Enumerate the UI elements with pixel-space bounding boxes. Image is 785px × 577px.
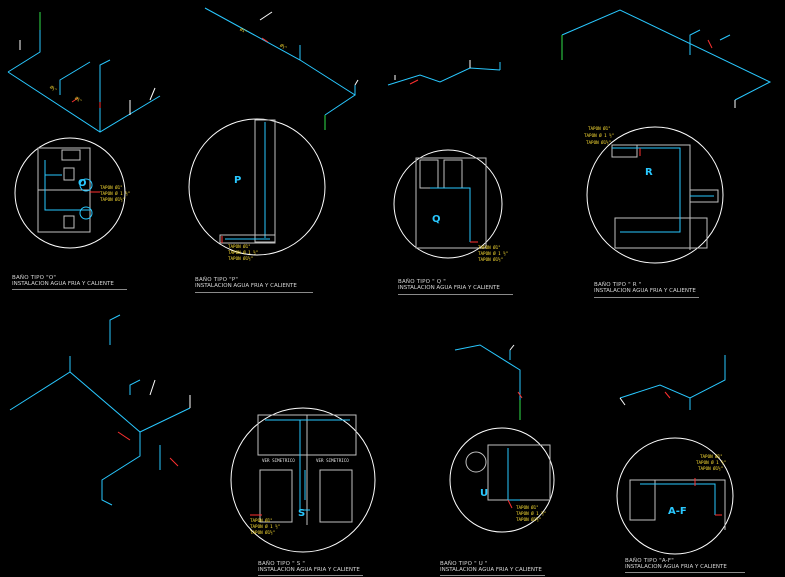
note-s-3: TAPON Ø1½" xyxy=(250,530,276,535)
detail-circle-u xyxy=(449,427,555,533)
detail-circle-af xyxy=(616,437,734,555)
panel-title-r: BAÑO TIPO " R " xyxy=(594,282,642,288)
isometric-s xyxy=(9,314,191,506)
note-o-3: TAPON Ø1½" xyxy=(100,197,126,202)
note-u-3: TAPON Ø1½" xyxy=(516,517,542,522)
detail-circle-o xyxy=(14,137,126,249)
panel-title-u: BAÑO TIPO " U " xyxy=(440,561,488,567)
scale-line-o xyxy=(12,289,127,290)
isometric-o xyxy=(7,12,161,133)
isometric-af xyxy=(619,355,726,410)
note-af-1: TAPON Ø1" xyxy=(700,454,723,459)
note-q-1: TAPON Ø1" xyxy=(478,245,501,250)
detail-circle-s xyxy=(230,407,376,553)
panel-title-af: BAÑO TIPO "A-F" xyxy=(625,558,674,564)
note-u-1: TAPON Ø1" xyxy=(516,505,539,510)
panel-letter-u: U xyxy=(480,488,489,499)
note-r-3: TAPON Ø1½" xyxy=(586,140,612,145)
panel-subtitle-o: INSTALACION AGUA FRIA Y CALIENTE xyxy=(12,281,114,287)
scale-line-af xyxy=(625,572,745,573)
panel-letter-p: P xyxy=(234,175,242,186)
note-p-1: TAPON Ø1" xyxy=(228,244,251,249)
panel-title-s: BAÑO TIPO " S " xyxy=(258,561,306,567)
panel-subtitle-u: INSTALACION AGUA FRIA Y CALIENTE xyxy=(440,567,542,573)
detail-circle-r xyxy=(586,126,724,264)
panel-title-q: BAÑO TIPO " Q " xyxy=(398,279,446,285)
note-af-3: TAPON Ø1½" xyxy=(698,466,724,471)
panel-title-p: BAÑO TIPO "P" xyxy=(195,277,239,283)
panel-subtitle-af: INSTALACION AGUA FRIA Y CALIENTE xyxy=(625,564,727,570)
detail-circle-p xyxy=(188,118,326,256)
panel-letter-q: Q xyxy=(432,214,441,225)
note-s-1: TAPON Ø1" xyxy=(250,518,273,523)
panel-subtitle-q: INSTALACION AGUA FRIA Y CALIENTE xyxy=(398,285,500,291)
note-r-2: TAPON Ø 1 ½" xyxy=(584,133,615,138)
scale-line-q xyxy=(398,294,513,295)
detail-circle-q xyxy=(393,149,503,259)
note-af-2: TAPON Ø 1 ½" xyxy=(696,460,727,465)
panel-subtitle-s: INSTALACION AGUA FRIA Y CALIENTE xyxy=(258,567,360,573)
panel-letter-s: S xyxy=(298,508,306,519)
note-o-2: TAPON Ø 1 ½" xyxy=(100,191,131,196)
panel-letter-o: O xyxy=(78,178,87,189)
panel-letter-r: R xyxy=(645,167,653,178)
note-u-2: TAPON Ø 1 ½" xyxy=(516,511,547,516)
panel-subtitle-r: INSTALACION AGUA FRIA Y CALIENTE xyxy=(594,288,696,294)
scale-line-r xyxy=(594,297,699,298)
scale-line-u xyxy=(440,575,545,576)
isometric-q xyxy=(387,60,501,86)
scale-line-p xyxy=(195,292,313,293)
isometric-r xyxy=(561,9,772,108)
note-r-1: TAPON Ø1" xyxy=(588,126,611,131)
panel-subtitle-p: INSTALACION AGUA FRIA Y CALIENTE xyxy=(195,283,297,289)
note-q-2: TAPON Ø 1 ½" xyxy=(478,251,509,256)
note-s-extra-1: VER SIMETRICO xyxy=(262,458,295,463)
isometric-u xyxy=(454,344,523,420)
panel-title-o: BAÑO TIPO "O" xyxy=(12,275,57,281)
note-p-3: TAPON Ø1½" xyxy=(228,256,254,261)
panel-letter-af: A-F xyxy=(668,506,687,517)
note-s-extra-2: VER SIMETRICO xyxy=(316,458,349,463)
scale-line-s xyxy=(258,575,363,576)
note-q-3: TAPON Ø1½" xyxy=(478,257,504,262)
isometric-p xyxy=(204,7,359,130)
note-p-2: TAPON Ø 1 ½" xyxy=(228,250,259,255)
note-o-1: TAPON Ø1" xyxy=(100,185,123,190)
note-s-2: TAPON Ø 1 ½" xyxy=(250,524,281,529)
